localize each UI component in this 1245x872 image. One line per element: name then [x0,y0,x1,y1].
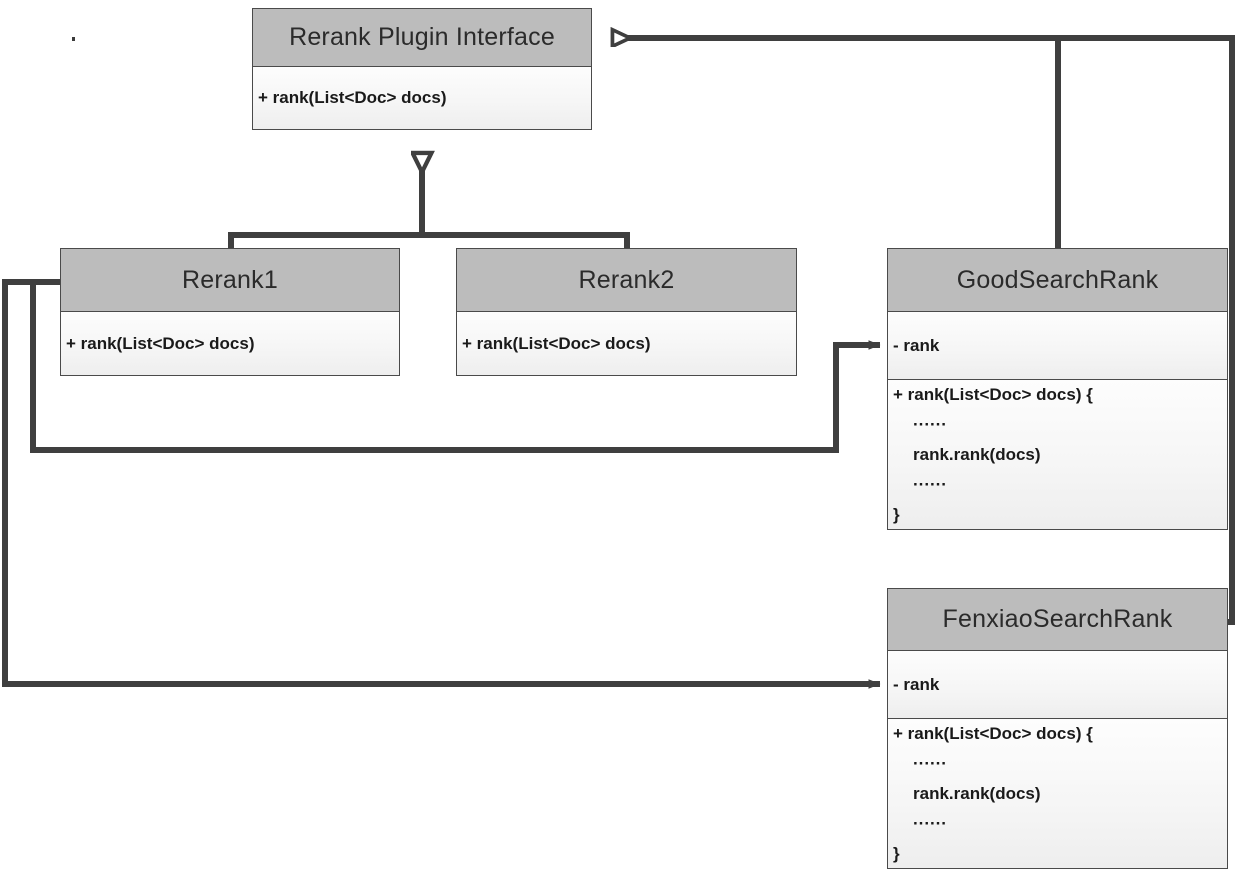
member-line: ······ [913,474,947,494]
class-box-good-search-rank[interactable]: GoodSearchRank - rank + rank(List<Doc> doc… [887,248,1228,530]
member-line: + rank(List<Doc> docs) [462,333,651,353]
member-line: } [893,843,900,863]
stray-dot-mark [72,37,75,41]
member-line: - rank [893,674,940,694]
connector-dependency-fenxiaosearchrank-interface[interactable] [612,38,1235,625]
compartment-fenxiao-search-rank-1: + rank(List<Doc> docs) { ······ rank.rank(… [888,718,1227,868]
connector-generalization-rerank2[interactable] [422,152,630,248]
class-name-fenxiao-search-rank: FenxiaoSearchRank [888,589,1227,651]
member-line: ······ [913,813,947,833]
class-name-rerank2: Rerank2 [457,249,796,312]
compartment-fenxiao-search-rank-0: - rank [888,651,1227,718]
member-line: + rank(List<Doc> docs) { [893,384,1093,404]
member-line: ······ [913,753,947,773]
compartment-rerank2-0: + rank(List<Doc> docs) [457,312,796,375]
connector-generalization-rerank1[interactable] [228,152,422,248]
class-box-rerank-plugin-interface[interactable]: Rerank Plugin Interface + rank(List<Doc> … [252,8,592,130]
class-name-rerank-plugin-interface: Rerank Plugin Interface [253,9,591,67]
member-line: + rank(List<Doc> docs) [258,88,447,107]
class-name-rerank1: Rerank1 [61,249,399,312]
compartment-rerank-plugin-interface-0: + rank(List<Doc> docs) [253,67,591,129]
compartment-rerank1-0: + rank(List<Doc> docs) [61,312,399,375]
member-line: ······ [913,414,947,434]
member-line: rank.rank(docs) [913,783,1041,803]
connector-association-rerank1-fenxiaosearchrank[interactable] [2,279,881,689]
class-name-good-search-rank: GoodSearchRank [888,249,1227,312]
member-line: rank.rank(docs) [913,444,1041,464]
class-box-rerank1[interactable]: Rerank1 + rank(List<Doc> docs) [60,248,400,376]
class-box-rerank2[interactable]: Rerank2 + rank(List<Doc> docs) [456,248,797,376]
member-line: + rank(List<Doc> docs) [66,333,255,353]
compartment-good-search-rank-1: + rank(List<Doc> docs) { ······ rank.rank(… [888,379,1227,529]
member-line: } [893,504,900,524]
class-box-fenxiao-search-rank[interactable]: FenxiaoSearchRank - rank + rank(List<Doc> … [887,588,1228,869]
member-line: + rank(List<Doc> docs) { [893,723,1093,743]
compartment-good-search-rank-0: - rank [888,312,1227,379]
connector-dependency-goodsearchrank-interface[interactable] [612,38,1061,248]
member-line: - rank [893,335,940,355]
